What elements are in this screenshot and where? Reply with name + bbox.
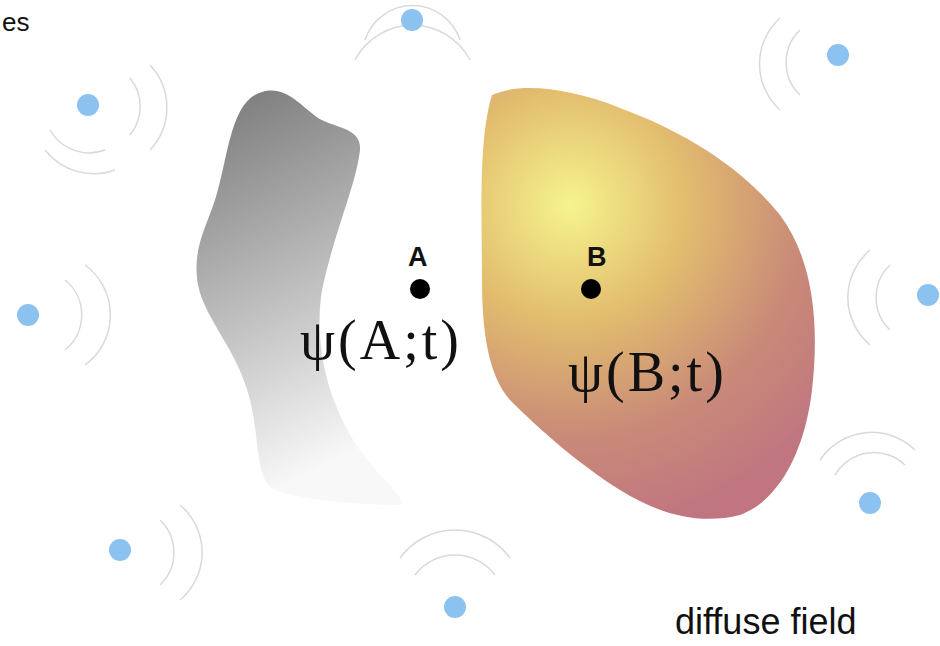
field-symbol: ψ(A;t) (300, 312, 462, 368)
warm-scatterer (481, 88, 814, 519)
field-symbol: ψ(B;t) (568, 344, 727, 400)
point-label: B (587, 244, 607, 271)
field-caption: diffuse field (675, 604, 856, 640)
receiver-point (410, 279, 430, 299)
wave-arcs (45, 6, 915, 600)
gray-scatterer (196, 91, 401, 505)
receiver-point (581, 279, 601, 299)
cut-off-label: es (2, 9, 29, 35)
point-label: A (408, 244, 428, 271)
noise-sources (17, 9, 939, 618)
